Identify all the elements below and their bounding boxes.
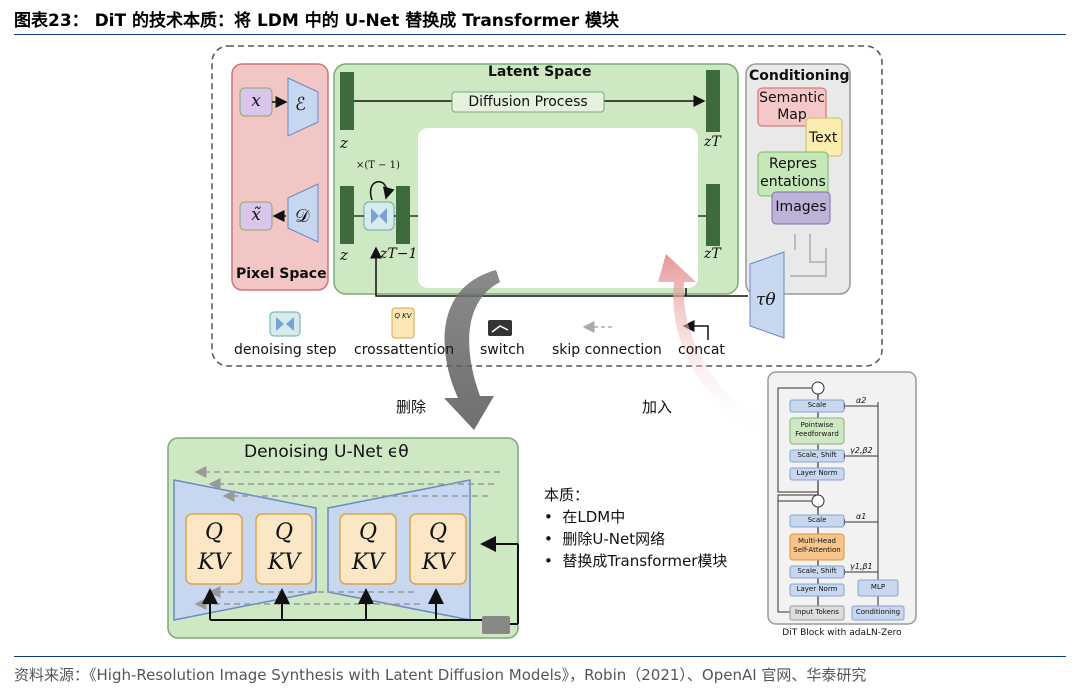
z-bar: [340, 72, 354, 130]
add-arrow: [658, 254, 760, 430]
qkv-block-4: [409, 513, 467, 585]
dit-scale-shift-top-label: Scale, Shift: [797, 451, 837, 459]
figure-title: 图表23： DiT 的技术本质：将 LDM 中的 U-Net 替换成 Trans…: [14, 11, 620, 31]
z-t-label: zT: [704, 134, 721, 150]
legend-qkv-small: Q KV: [394, 312, 412, 320]
dit-gb1: γ1,β1: [850, 562, 873, 571]
cond-images-label: Images: [775, 199, 827, 215]
dit-layer-norm-bot: [789, 583, 845, 597]
z-bar-bottom: [340, 186, 354, 244]
title-rule: [14, 34, 1066, 35]
qkv-4-kv: KV: [421, 550, 455, 575]
dit-layer-norm-bot-label: Layer Norm: [796, 585, 838, 593]
essence-heading: 本质：: [544, 486, 590, 504]
pixel-space-label: Pixel Space: [236, 266, 327, 282]
essence-bullet-1: • 在LDM中: [544, 508, 626, 526]
x-label: x: [251, 91, 261, 111]
legend-skip-connection: skip connection: [552, 342, 662, 358]
legend-concat: concat: [678, 342, 725, 358]
qkv-4-q: Q: [428, 520, 448, 545]
z-t-minus-1-bar: [396, 186, 410, 244]
unet-placeholder: [418, 128, 698, 288]
dit-mhsa: [789, 533, 845, 561]
dit-layer-norm-top-label: Layer Norm: [796, 469, 838, 477]
qkv-3-q: Q: [358, 520, 378, 545]
decoder-shape: [287, 183, 319, 243]
qkv-2-q: Q: [274, 520, 294, 545]
qkv-block-2: [255, 513, 313, 585]
qkv-block-3: [339, 513, 397, 585]
repeat-label: ×(T − 1): [356, 160, 400, 171]
dit-scale-top: [789, 399, 845, 413]
source-rule: [14, 656, 1066, 657]
qkv-1-q: Q: [204, 520, 224, 545]
dit-scale-shift-bot: [789, 565, 845, 579]
dit-pointwise-ff: [789, 417, 845, 445]
diffusion-process-box: [451, 91, 605, 113]
latent-space-label: Latent Space: [488, 64, 592, 80]
legend-switch: switch: [480, 342, 525, 358]
x-tilde-box: [239, 201, 273, 231]
unet-switch: [482, 616, 510, 634]
conditioning-label: Conditioning: [749, 68, 850, 84]
essence-bullet-3-text: 替换成Transformer模块: [562, 552, 728, 570]
z-label: z: [340, 134, 348, 152]
dit-input-tokens: [789, 605, 845, 621]
diffusion-process-label: Diffusion Process: [468, 94, 588, 110]
cond-text-label: Text: [809, 130, 838, 146]
figure-source: 资料来源：《High-Resolution Image Synthesis wi…: [14, 666, 867, 684]
dit-mlp-label: MLP: [870, 583, 886, 591]
dit-mlp: [857, 579, 899, 597]
decoder-label: 𝒟: [295, 206, 310, 227]
qkv-3-kv: KV: [351, 550, 385, 575]
dit-scale-mid-label: Scale: [807, 516, 827, 524]
essence-bullet-3: • 替换成Transformer模块: [544, 552, 728, 570]
encoder-label: ℰ: [295, 94, 306, 115]
delete-label: 删除: [396, 398, 427, 416]
dit-alpha2: α2: [856, 396, 867, 405]
z-t-bar: [706, 70, 720, 132]
tau-shape: [749, 251, 785, 339]
legend-denoising-step: denoising step: [234, 342, 337, 358]
delete-arrow: [444, 270, 500, 430]
essence-bullet-1-text: 在LDM中: [562, 508, 626, 526]
tau-label: τθ: [756, 290, 776, 310]
dit-scale-shift-top: [789, 449, 845, 463]
dit-alpha1: α1: [856, 512, 867, 521]
dit-conditioning-label: Conditioning: [855, 608, 901, 616]
cond-representations-label: Repres entations: [760, 156, 826, 190]
unet-title: Denoising U-Net ϵθ: [244, 442, 409, 462]
dit-scale-top-label: Scale: [807, 401, 827, 409]
ldm-frame: [211, 45, 883, 367]
qkv-1-kv: KV: [197, 550, 231, 575]
z-t-bar-bottom: [706, 184, 720, 246]
legend-crossattention: crossattention: [354, 342, 455, 358]
cond-semantic-map: [757, 87, 827, 127]
dit-scale-mid: [789, 514, 845, 528]
dit-caption: DiT Block with adaLN-Zero: [782, 628, 902, 638]
z-t-label-bottom: zT: [704, 246, 721, 262]
dit-layer-norm-top: [789, 467, 845, 481]
dit-input-tokens-label: Input Tokens: [795, 608, 839, 616]
z-label-bottom: z: [340, 246, 348, 264]
cond-images: [771, 191, 831, 225]
essence-bullet-2-text: 删除U-Net网络: [562, 530, 666, 548]
dit-scale-shift-bot-label: Scale, Shift: [797, 567, 837, 575]
dit-pointwise-label: Pointwise Feedforward: [795, 421, 839, 438]
z-t-minus-1-label: zT−1: [380, 246, 418, 262]
qkv-block-1: [185, 513, 243, 585]
essence-bullet-2: • 删除U-Net网络: [544, 530, 666, 548]
dit-conditioning: [851, 605, 905, 621]
x-tilde-label: x̃: [251, 205, 261, 225]
encoder-shape: [287, 77, 319, 137]
dit-mhsa-label: Multi-Head Self-Attention: [793, 537, 841, 554]
cond-semantic-map-label: Semantic Map: [759, 90, 825, 123]
add-label: 加入: [642, 398, 673, 416]
qkv-2-kv: KV: [267, 550, 301, 575]
dit-gb2: γ2,β2: [850, 446, 873, 455]
